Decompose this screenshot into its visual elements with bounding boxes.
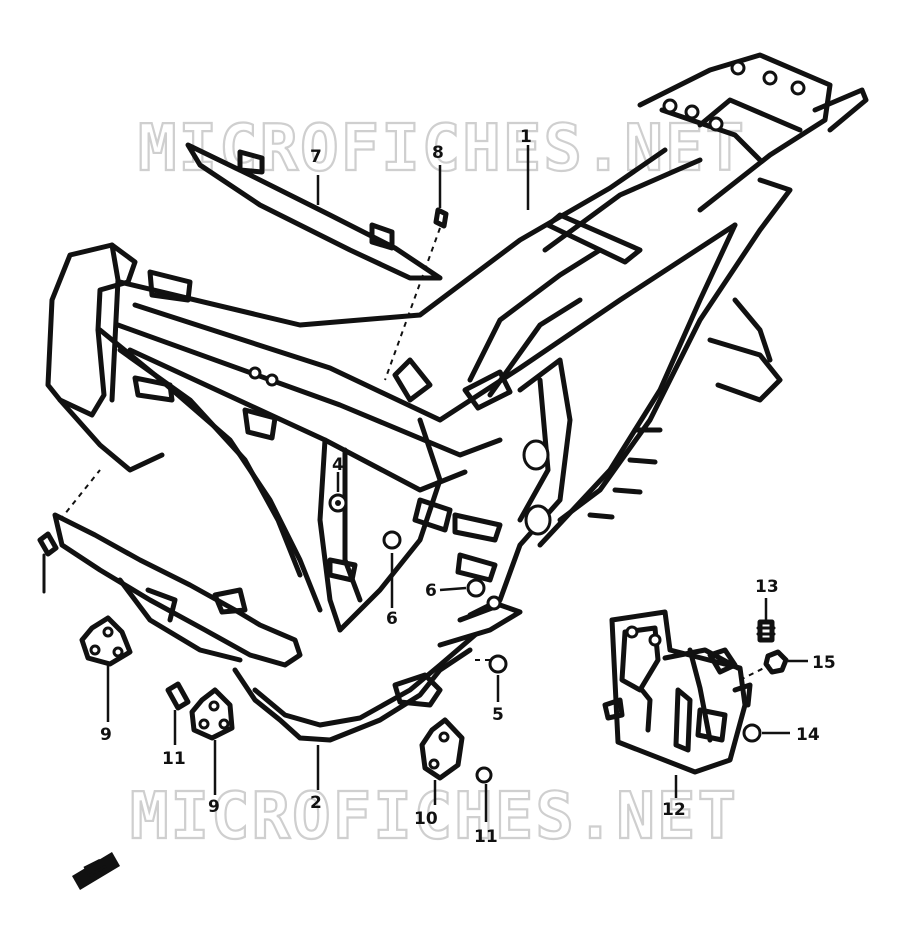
callout-15: 15 — [812, 653, 836, 673]
upper-stay-part[interactable] — [185, 142, 443, 281]
callout-8: 8 — [432, 143, 444, 163]
bolt-front-left[interactable] — [37, 531, 59, 594]
callout-7: 7 — [310, 147, 322, 167]
callout-11-right: 11 — [474, 827, 498, 847]
main-frame-part[interactable] — [45, 52, 869, 633]
callout-10: 10 — [414, 809, 438, 829]
callout-2: 2 — [310, 793, 322, 813]
callout-11-left: 11 — [162, 749, 186, 769]
lower-cradle-part[interactable] — [52, 512, 523, 743]
callout-9-right: 9 — [208, 797, 220, 817]
cushion-14[interactable] — [742, 723, 762, 743]
front-direction-arrow-icon — [72, 852, 120, 890]
nut-6-lower[interactable] — [466, 578, 502, 611]
nut-15[interactable] — [763, 649, 789, 675]
bolt-8[interactable] — [433, 207, 449, 229]
callout-9-left: 9 — [100, 725, 112, 745]
bolt-4[interactable] — [328, 493, 348, 513]
callout-6-lower: 6 — [425, 581, 437, 601]
callout-5: 5 — [492, 705, 504, 725]
callout-4: 4 — [332, 455, 344, 475]
callout-1: 1 — [520, 127, 532, 147]
watermark-bottom: MICROFICHES.NET — [130, 780, 738, 854]
bolt-11-right[interactable] — [475, 766, 493, 784]
bolt-11-left[interactable] — [165, 681, 191, 711]
leader-lines — [59, 145, 808, 822]
bracket-9-right[interactable] — [189, 687, 235, 741]
bracket-10[interactable] — [419, 717, 465, 781]
callout-6-upper: 6 — [386, 609, 398, 629]
nut-6-upper[interactable] — [382, 530, 402, 550]
callout-14: 14 — [796, 725, 820, 745]
bracket-9-left[interactable] — [79, 615, 133, 667]
callout-13: 13 — [755, 577, 779, 597]
battery-case-part[interactable] — [602, 609, 753, 775]
bolt-13[interactable] — [756, 619, 776, 643]
callout-12: 12 — [662, 800, 686, 820]
nut-5[interactable] — [488, 654, 508, 674]
